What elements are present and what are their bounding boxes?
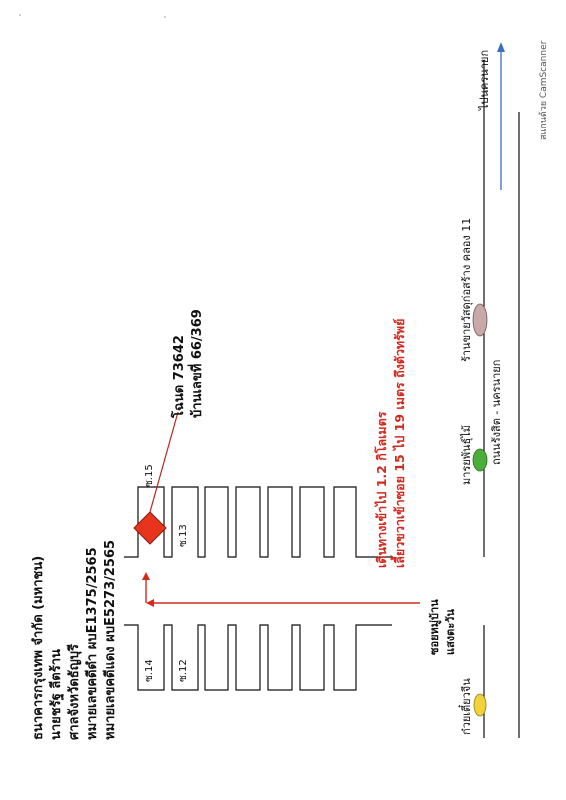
route-arrow — [142, 572, 420, 607]
scan-speck — [19, 14, 21, 16]
defendant-name: นายชรัฐ ลีตร้าน — [48, 649, 65, 740]
tree-shop-marker — [472, 448, 488, 472]
main-road-label: ถนนรังสิต - นครนายก — [490, 360, 503, 465]
soi-label-15: ซ.15 — [144, 464, 155, 487]
scan-speck-2 — [164, 16, 166, 18]
black-case-number: หมายเลขคดีดำ ผบE1375/2565 — [84, 547, 100, 740]
hardware-shop-marker — [472, 303, 488, 337]
header-block: ธนาคารกรุงเทพ จำกัด (มหาชน) นายชรัฐ ลีตร… — [30, 540, 118, 740]
red-case-number: หมายเลขคดีแดง ผบE5273/2565 — [102, 540, 118, 740]
camscanner-watermark: สแกนด้วย CamScanner — [538, 40, 549, 140]
soi-label-13: ซ.13 — [178, 524, 189, 547]
arrow-to-nakhon-nayok — [497, 42, 505, 190]
soi-label-12: ซ.12 — [178, 659, 189, 682]
route-note-line-2: เลี้ยวขวาเข้าซอย 15 ไป 19 เมตร ถึงตัวทรั… — [390, 319, 407, 568]
property-house-number: บ้านเลขที่ 66/369 — [187, 309, 205, 418]
soi-comb-even — [124, 624, 392, 691]
village-line-2: แสงตะวัน — [444, 609, 457, 655]
noodle-shop-label: ก๋วยเตี๋ยวจีน — [457, 678, 473, 735]
hardware-shop-label: ร้านขายวัสดุก่อสร้าง คลอง 11 — [460, 218, 473, 362]
village-soi-label: ซอยหมู่บ้าน แสงตะวัน — [428, 595, 457, 655]
to-nakhon-nayok-label: ไปนครนายก — [478, 50, 491, 111]
village-line-1: ซอยหมู่บ้าน — [428, 599, 442, 655]
soi-comb-odd — [124, 486, 392, 558]
diamond-icon — [133, 511, 167, 545]
leader-line — [149, 411, 179, 513]
noodle-shop-marker — [473, 693, 487, 717]
property-deed: โฉนด 73642 — [170, 335, 187, 419]
property-marker — [133, 411, 179, 545]
court-name: ศาลจังหวัดธัญบุรี — [66, 644, 82, 740]
tree-shop-label: มารยพันธุ์ไม้ — [460, 425, 473, 485]
route-note-line-1: เดินทางเข้าไป 1.2 กิโลเมตร — [374, 411, 389, 568]
bank-name: ธนาคารกรุงเทพ จำกัด (มหาชน) — [30, 556, 46, 740]
soi-label-14: ซ.14 — [144, 659, 155, 682]
